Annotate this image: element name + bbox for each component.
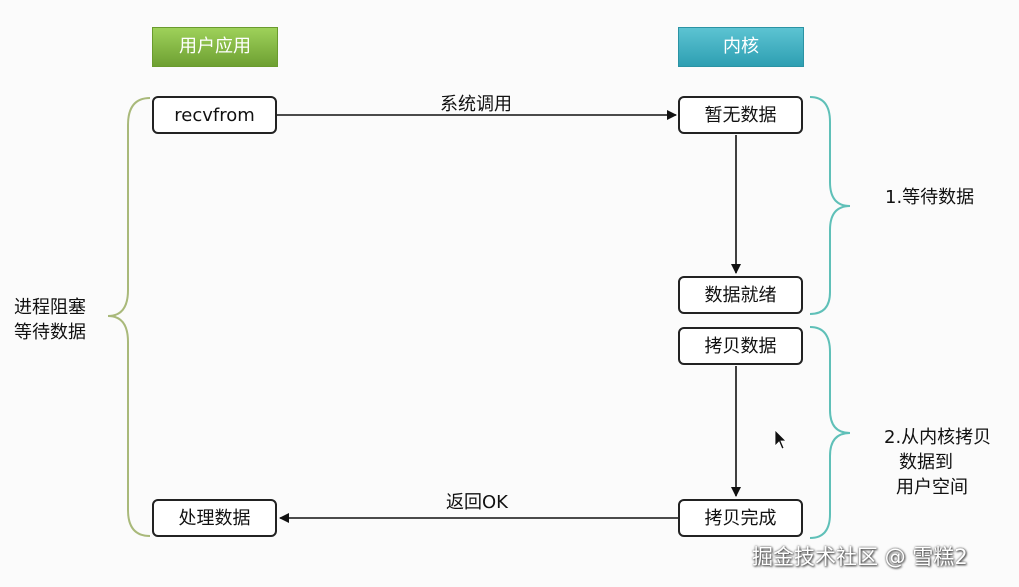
watermark: 掘金技术社区 @ 雪糕2 bbox=[752, 545, 968, 569]
syscall-label: 系统调用 bbox=[440, 94, 512, 115]
waiting-data-label: 等待数据 bbox=[14, 322, 86, 343]
right-brace-wait bbox=[809, 96, 851, 315]
no-data-node: 暂无数据 bbox=[678, 96, 803, 134]
copy-annotation-line1: 2.从内核拷贝 bbox=[884, 427, 992, 448]
user-app-header: 用户应用 bbox=[152, 27, 278, 67]
copy-done-node: 拷贝完成 bbox=[678, 499, 803, 537]
mouse-cursor-icon bbox=[774, 429, 787, 450]
return-ok-label: 返回OK bbox=[446, 492, 508, 513]
copy-annotation-line3: 用户空间 bbox=[896, 477, 968, 498]
copy-annotation-line2: 数据到 bbox=[899, 452, 953, 473]
wait-data-annotation: 1.等待数据 bbox=[885, 187, 975, 208]
left-brace bbox=[107, 97, 151, 537]
right-brace-copy bbox=[809, 326, 851, 539]
recvfrom-node: recvfrom bbox=[152, 96, 277, 134]
copy-data-node: 拷贝数据 bbox=[678, 327, 803, 365]
process-data-node: 处理数据 bbox=[152, 499, 277, 537]
process-blocked-label: 进程阻塞 bbox=[14, 297, 86, 318]
data-ready-node: 数据就绪 bbox=[678, 276, 803, 314]
kernel-header: 内核 bbox=[678, 27, 804, 67]
